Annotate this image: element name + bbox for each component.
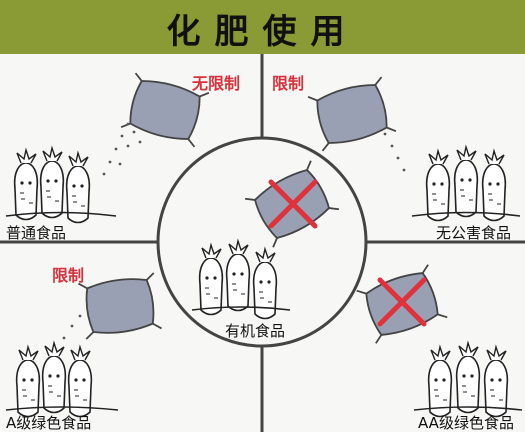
carrots-center [191,240,291,320]
quadrant-diagram [0,54,525,432]
label-pollution-free-food: 无公害食品 [436,224,512,242]
label-limit-top-right: 限制 [272,74,305,93]
page-title: 化肥使用 [166,12,359,52]
fertilizer-bag-bottom-left [77,272,163,340]
fertilizer-drops-bottom-left [62,314,82,340]
title-bar [0,0,525,54]
label-no-limit: 无限制 [192,74,241,93]
carrots-bottom-left [5,342,119,418]
label-a-green-food: A级绿色食品 [6,414,92,432]
carrots-top-right [411,146,521,222]
label-limit-bottom-left: 限制 [52,266,85,285]
fertilizer-bag-top-right [307,76,397,152]
fertilizer-drops-top-right [383,132,406,172]
carrots-bottom-right [413,342,523,418]
label-organic-food: 有机食品 [225,322,286,340]
label-ordinary-food: 普通食品 [6,224,67,242]
fertilizer-drops-top-left [102,122,142,176]
label-aa-green-food: AA级绿色食品 [418,414,514,432]
carrots-top-left [5,147,117,224]
